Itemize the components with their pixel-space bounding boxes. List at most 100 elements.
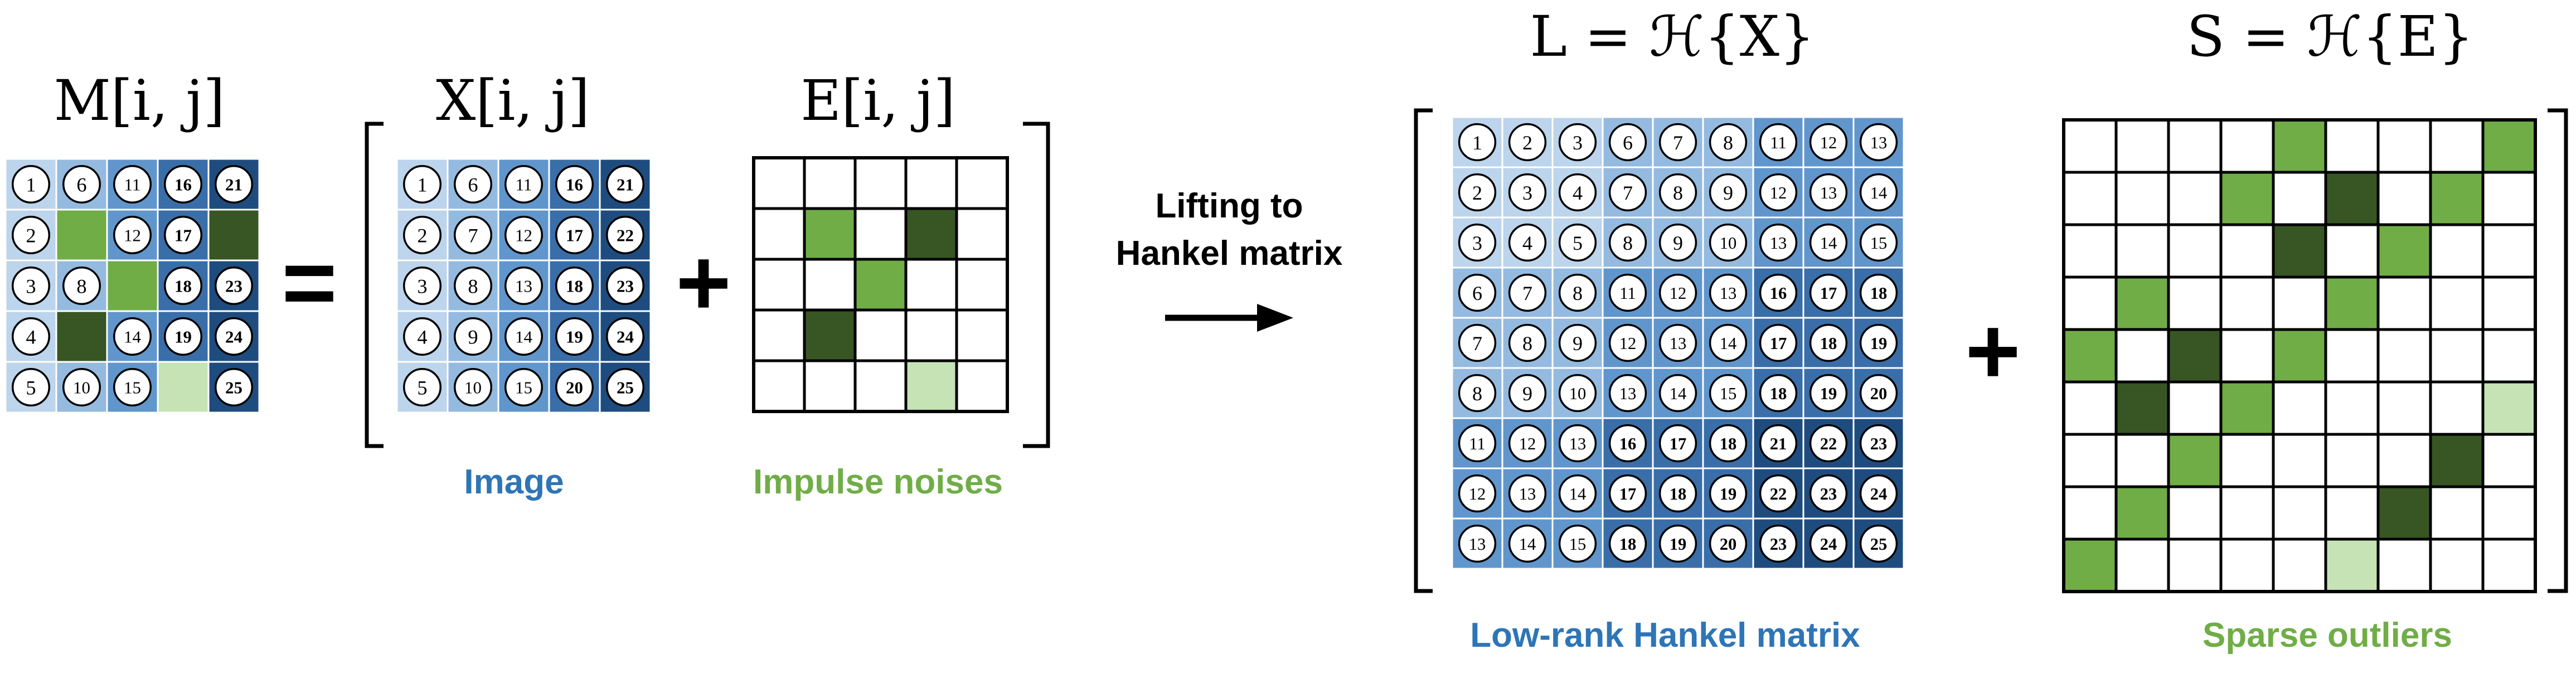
value-circle xyxy=(504,164,544,204)
value-circle xyxy=(1508,223,1547,262)
s-matrix-title: S = ℋ{E} xyxy=(2187,4,2474,69)
cell-value: 20 xyxy=(1870,384,1888,403)
cell-value: 11 xyxy=(516,175,532,195)
value-circle xyxy=(1558,424,1597,463)
cell-value: 8 xyxy=(76,275,86,298)
value-circle xyxy=(1658,273,1697,312)
matrix-cell: 5 xyxy=(396,361,449,414)
value-circle xyxy=(1558,374,1597,413)
cell-value: 4 xyxy=(1573,182,1583,204)
value-circle xyxy=(1508,374,1547,413)
matrix-cell: 4 xyxy=(396,310,449,363)
value-circle xyxy=(555,367,594,407)
cell-value: 17 xyxy=(1670,434,1687,453)
matrix-cell xyxy=(2114,171,2170,226)
matrix-cell xyxy=(2272,275,2327,331)
value-circle xyxy=(11,164,51,204)
value-circle xyxy=(163,317,203,356)
value-circle xyxy=(1558,474,1597,513)
cell-value: 23 xyxy=(617,277,634,296)
value-circle xyxy=(453,317,493,356)
value-circle xyxy=(1759,273,1798,312)
matrix-cell xyxy=(853,308,908,362)
value-circle xyxy=(453,164,493,204)
cell-value: 3 xyxy=(26,275,36,298)
matrix-cell: 19 xyxy=(548,310,601,363)
cell-value: 19 xyxy=(1720,485,1737,503)
cell-value: 10 xyxy=(73,378,90,398)
matrix-cell: 15 xyxy=(1852,216,1905,269)
matrix-cell: 18 xyxy=(1602,517,1654,570)
matrix-cell: 13 xyxy=(1852,116,1905,168)
matrix-cell xyxy=(2376,328,2432,384)
matrix-cell xyxy=(904,156,958,210)
matrix-cell: 14 xyxy=(1802,216,1855,269)
value-circle xyxy=(1658,323,1697,362)
matrix-cell: 20 xyxy=(1852,367,1905,419)
matrix-cell: 18 xyxy=(1852,267,1905,319)
matrix-cell: 12 xyxy=(1501,417,1554,469)
bracket-right-xe xyxy=(1023,122,1050,448)
matrix-cell: 18 xyxy=(1752,367,1804,419)
matrix-cell: 7 xyxy=(1602,166,1654,219)
value-circle xyxy=(163,215,203,255)
matrix-cell: 3 xyxy=(1501,166,1554,219)
cell-value: 17 xyxy=(1770,334,1787,353)
matrix-cell: 8 xyxy=(55,259,108,312)
value-circle xyxy=(163,164,203,204)
matrix-cell xyxy=(2167,433,2223,488)
cell-value: 6 xyxy=(468,174,478,196)
matrix-cell: 12 xyxy=(1752,166,1804,219)
matrix-cell: 22 xyxy=(1752,467,1804,520)
value-circle xyxy=(402,367,442,407)
matrix-cell: 1 xyxy=(4,158,57,211)
matrix-cell xyxy=(803,308,857,362)
value-circle xyxy=(1508,173,1547,212)
matrix-cell xyxy=(2481,275,2537,331)
cell-value: 24 xyxy=(617,327,634,347)
plus-sign-2: + xyxy=(1965,298,2020,404)
cell-value: 2 xyxy=(1522,132,1532,154)
matrix-cell: 7 xyxy=(1652,116,1704,168)
cell-value: 14 xyxy=(1870,183,1888,202)
cell-value: 1 xyxy=(26,174,36,196)
matrix-cell xyxy=(2481,537,2537,593)
value-circle xyxy=(11,215,51,255)
cell-value: 4 xyxy=(417,326,427,348)
cell-value: 24 xyxy=(225,327,242,347)
cell-value: 2 xyxy=(417,225,427,247)
matrix-cell: 11 xyxy=(1602,267,1654,319)
matrix-cell: 14 xyxy=(1551,467,1604,520)
value-circle xyxy=(1859,524,1898,563)
matrix-cell: 10 xyxy=(1702,216,1754,269)
matrix-cell xyxy=(2272,328,2327,384)
matrix-cell xyxy=(2114,328,2170,384)
value-circle xyxy=(1608,424,1647,463)
value-circle xyxy=(1508,474,1547,513)
cell-value: 19 xyxy=(1670,535,1687,554)
cell-value: 23 xyxy=(1770,535,1787,554)
matrix-cell xyxy=(904,258,958,312)
cell-value: 14 xyxy=(1569,485,1587,503)
cell-value: 17 xyxy=(174,226,192,245)
value-circle xyxy=(113,317,152,356)
sparse-outliers-caption: Sparse outliers xyxy=(2203,616,2452,655)
value-circle xyxy=(1458,424,1497,463)
value-circle xyxy=(1508,123,1547,162)
matrix-cell xyxy=(955,207,1009,261)
cell-value: 12 xyxy=(1770,183,1787,202)
cell-value: 18 xyxy=(1670,485,1687,503)
cell-value: 5 xyxy=(26,377,36,399)
matrix-cell xyxy=(2062,328,2118,384)
cell-value: 3 xyxy=(1472,232,1482,254)
value-circle xyxy=(1809,273,1848,312)
value-circle xyxy=(605,367,645,407)
matrix-cell: 8 xyxy=(1602,216,1654,269)
matrix-cell: 14 xyxy=(1501,517,1554,570)
matrix-cell: 8 xyxy=(1702,116,1754,168)
cell-value: 6 xyxy=(1472,282,1482,304)
cell-value: 8 xyxy=(1673,182,1683,204)
matrix-cell xyxy=(2219,433,2275,488)
matrix-cell: 8 xyxy=(1501,317,1554,369)
